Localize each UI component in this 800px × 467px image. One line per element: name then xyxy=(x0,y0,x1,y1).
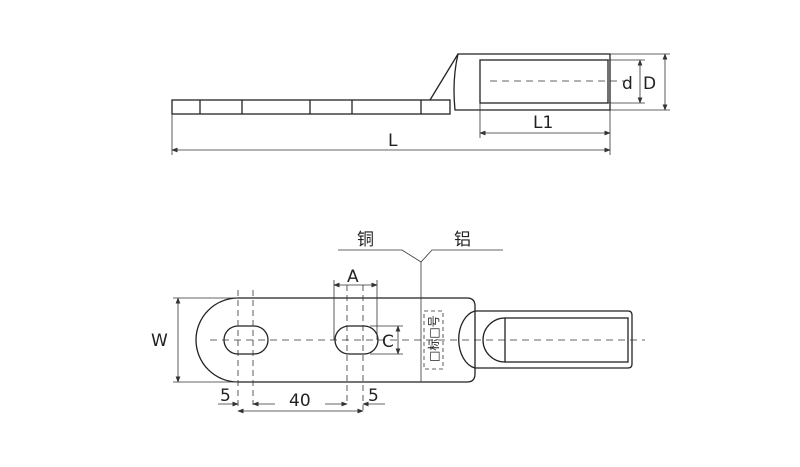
transition-edge xyxy=(429,53,459,101)
label-L1: L1 xyxy=(533,113,553,133)
barrel-section xyxy=(453,53,611,111)
strip-divisions xyxy=(199,100,422,114)
material-leader xyxy=(338,249,503,263)
label-40: 40 xyxy=(289,391,311,411)
barrel xyxy=(475,310,633,369)
label-C: C xyxy=(382,332,394,352)
marking-text: □标□号 xyxy=(427,315,441,362)
label-5-left: 5 xyxy=(220,386,231,406)
label-D: D xyxy=(643,74,656,94)
barrel-bore xyxy=(479,59,609,104)
label-W: W xyxy=(151,331,168,351)
side-view: d D L1 L xyxy=(171,53,670,155)
label-A: A xyxy=(347,267,359,287)
label-d: d xyxy=(622,74,633,94)
palm-strip xyxy=(171,99,451,115)
marking-box xyxy=(423,310,444,370)
hole-centerlines xyxy=(237,285,364,410)
label-5-right: 5 xyxy=(368,386,379,406)
plan-view: 铜 铝 □标□号 W A C 5 4 xyxy=(151,230,645,414)
label-copper: 铜 xyxy=(357,230,374,250)
label-aluminum: 铝 xyxy=(454,230,471,250)
label-L: L xyxy=(388,131,398,151)
